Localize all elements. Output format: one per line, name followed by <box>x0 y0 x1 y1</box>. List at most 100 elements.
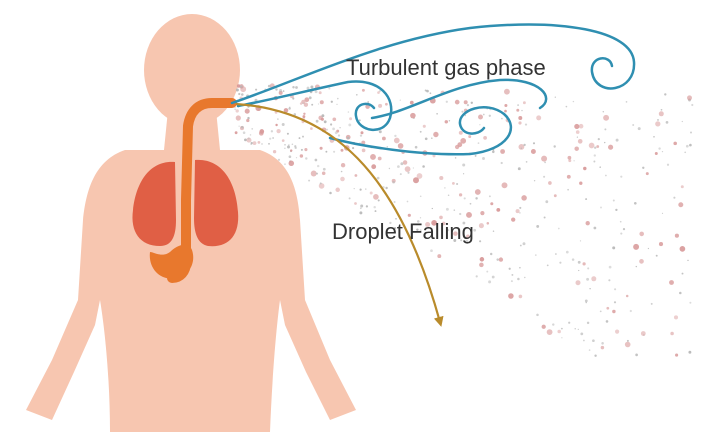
aerosol-speck <box>332 128 335 131</box>
aerosol-speck <box>561 328 563 330</box>
swirl-middle <box>372 80 546 118</box>
aerosol-speck <box>517 278 520 281</box>
droplet <box>554 194 557 197</box>
droplet <box>680 246 686 252</box>
aerosol-speck <box>594 355 596 357</box>
droplet <box>300 154 303 157</box>
aerosol-speck <box>493 230 494 231</box>
aerosol-speck <box>511 274 513 276</box>
aerosol-speck <box>577 136 578 137</box>
aerosol-speck <box>430 249 433 252</box>
aerosol-speck <box>583 340 585 342</box>
aerosol-speck <box>251 128 253 130</box>
droplet <box>480 211 484 215</box>
aerosol-speck <box>686 145 689 148</box>
droplet <box>394 138 400 144</box>
droplet <box>578 139 583 144</box>
droplet <box>606 307 609 310</box>
droplet <box>480 257 485 262</box>
aerosol-speck <box>519 207 521 209</box>
droplet <box>457 142 462 147</box>
aerosol-speck <box>461 111 463 113</box>
aerosol-speck <box>422 165 425 168</box>
aerosol-speck <box>664 93 666 95</box>
aerosol-speck <box>288 107 290 109</box>
aerosol-speck <box>432 208 433 209</box>
droplet <box>504 89 510 95</box>
droplet <box>362 89 365 92</box>
aerosol-speck <box>320 182 322 184</box>
aerosol-speck <box>387 146 388 147</box>
aerosol-speck <box>407 172 409 174</box>
droplet <box>276 129 280 133</box>
aerosol-speck <box>277 118 278 119</box>
droplet <box>433 132 438 137</box>
aerosol-speck <box>379 130 382 133</box>
aerosol-speck <box>248 137 250 139</box>
droplet <box>557 330 561 334</box>
droplet-falling-label: Droplet Falling <box>332 221 474 243</box>
droplet <box>687 95 692 100</box>
droplet <box>378 157 382 161</box>
aerosol-speck <box>578 261 581 264</box>
droplet <box>639 232 644 237</box>
aerosol-speck <box>325 151 327 153</box>
droplet <box>341 149 344 152</box>
aerosol-speck <box>359 119 361 121</box>
aerosol-speck <box>524 277 525 278</box>
aerosol-speck <box>585 198 587 200</box>
aerosol-speck <box>316 173 318 175</box>
aerosol-speck <box>244 139 247 142</box>
droplet <box>246 119 249 122</box>
aerosol-speck <box>328 87 330 89</box>
droplet <box>548 181 552 185</box>
aerosol-speck <box>658 147 660 149</box>
aerosol-speck <box>496 258 498 260</box>
aerosol-speck <box>339 127 340 128</box>
aerosol-speck <box>523 144 525 146</box>
aerosol-speck <box>479 240 481 242</box>
droplet <box>646 172 649 175</box>
droplet <box>589 143 595 149</box>
droplet <box>586 221 590 225</box>
droplet <box>445 120 448 123</box>
aerosol-speck <box>302 136 304 138</box>
droplet <box>382 137 386 141</box>
droplet <box>417 173 423 179</box>
aerosol-speck <box>489 115 491 117</box>
droplet <box>625 342 631 348</box>
aerosol-speck <box>612 246 615 249</box>
aerosol-speck <box>489 195 491 197</box>
aerosol-speck <box>235 109 236 110</box>
aerosol-speck <box>634 202 637 205</box>
droplet <box>568 156 572 160</box>
aerosol-speck <box>599 166 601 168</box>
aerosol-speck <box>348 123 351 126</box>
droplet <box>468 135 471 138</box>
aerosol-speck <box>653 136 655 138</box>
aerosol-speck <box>594 147 596 149</box>
aerosol-speck <box>359 211 362 214</box>
aerosol-speck <box>448 194 450 196</box>
droplet <box>583 262 586 265</box>
aerosol-speck <box>284 164 285 165</box>
aerosol-speck <box>536 314 539 317</box>
aerosol-speck <box>324 120 327 123</box>
aerosol-speck <box>275 88 277 90</box>
aerosol-speck <box>587 267 589 269</box>
aerosol-speck <box>413 167 414 168</box>
aerosol-speck <box>337 98 339 100</box>
droplet <box>459 131 463 135</box>
aerosol-speck <box>330 123 332 125</box>
droplet <box>362 149 366 153</box>
aerosol-speck <box>555 97 556 98</box>
droplet <box>321 118 324 121</box>
aerosol-speck <box>323 168 326 171</box>
aerosol-speck <box>305 157 307 159</box>
droplet <box>398 143 404 149</box>
aerosol-speck <box>613 199 615 201</box>
aerosol-speck <box>261 143 262 144</box>
aerosol-speck <box>521 148 523 150</box>
aerosol-speck <box>566 106 568 108</box>
